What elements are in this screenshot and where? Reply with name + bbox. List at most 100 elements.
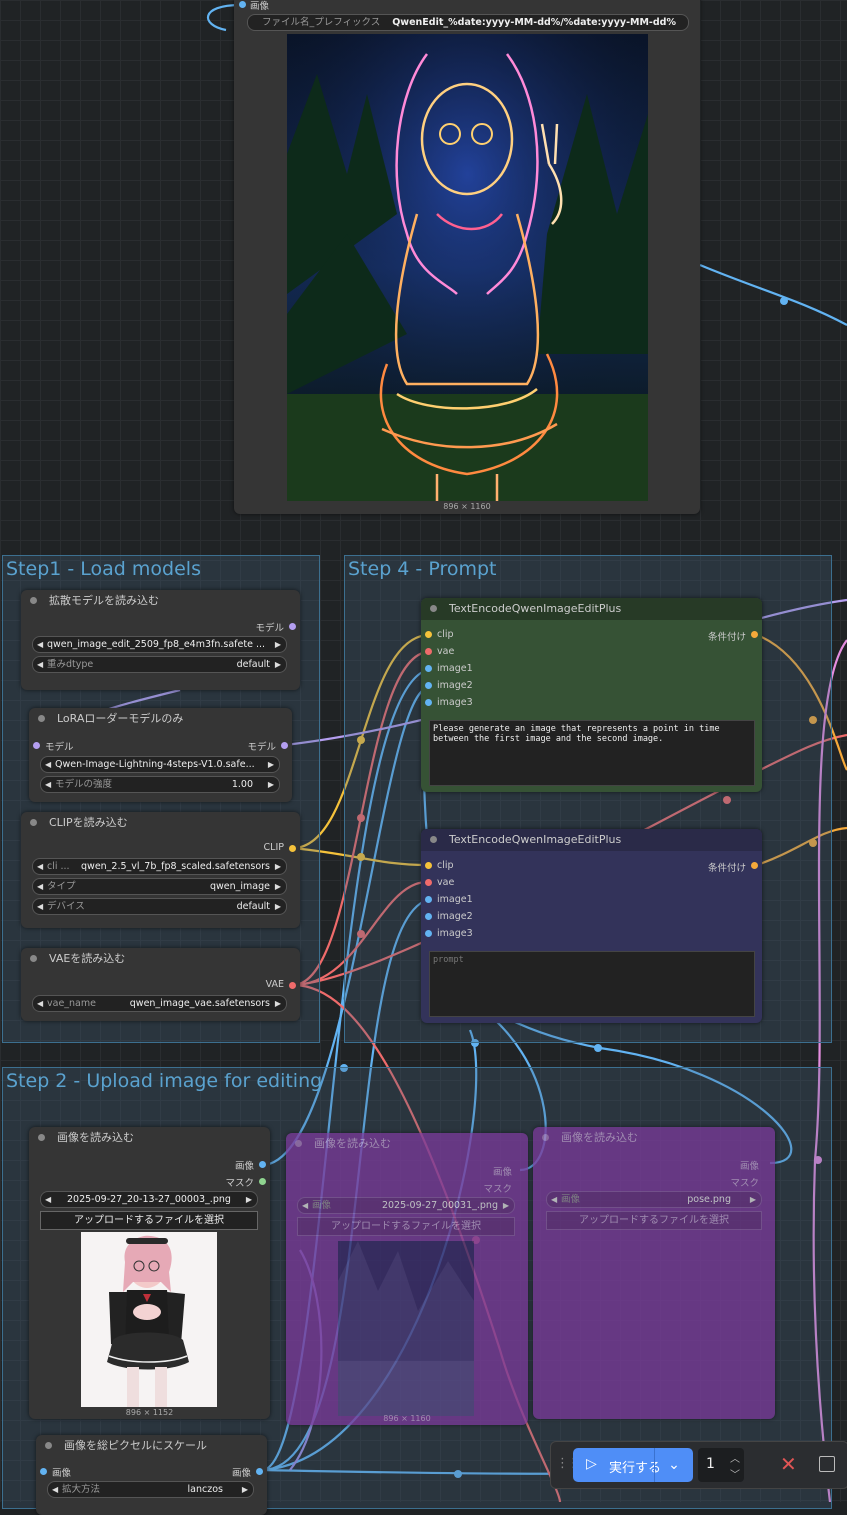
lora-name-combo[interactable]: ◀ Qwen-Image-Lightning-4steps-V1.0.safe.… (40, 756, 280, 773)
arrow-left-icon[interactable]: ◀ (37, 640, 44, 649)
arrow-right-icon[interactable]: ▶ (241, 1485, 248, 1494)
clip-loader-node[interactable]: CLIPを読み込む CLIP ◀ cli ... qwen_2.5_vl_7b_… (21, 812, 300, 928)
arrow-left-icon[interactable]: ◀ (551, 1195, 558, 1204)
arrow-left-icon[interactable]: ◀ (45, 760, 52, 769)
stop-icon[interactable] (819, 1456, 835, 1472)
weight-dtype-combo[interactable]: ◀ 重みdtype default ▶ (32, 656, 287, 673)
arrow-right-icon[interactable]: ▶ (274, 882, 281, 891)
collapse-dot[interactable] (542, 1134, 549, 1141)
collapse-dot[interactable] (30, 955, 37, 962)
arrow-right-icon[interactable]: ▶ (267, 760, 274, 769)
arrow-left-icon[interactable]: ◀ (37, 999, 44, 1008)
batch-count-input[interactable]: 1 ︿ ﹀ (698, 1448, 744, 1482)
decrement-icon[interactable]: ﹀ (730, 1470, 740, 1481)
save-image-node[interactable]: 画像 ファイル名_プレフィックス QwenEdit_%date:yyyy-MM-… (234, 0, 700, 514)
collapse-dot[interactable] (30, 597, 37, 604)
arrow-right-icon[interactable]: ▶ (274, 999, 281, 1008)
diffusion-model-loader-node[interactable]: 拡散モデルを読み込む モデル ◀ qwen_image_edit_2509_fp… (21, 590, 300, 690)
negative-prompt-textarea[interactable]: prompt (429, 951, 755, 1017)
mask-output-dot[interactable] (259, 1178, 266, 1185)
upscale-method-combo[interactable]: ◀ 拡大方法 lanczos ▶ (47, 1481, 254, 1498)
arrow-right-icon[interactable]: ▶ (502, 1201, 509, 1210)
collapse-dot[interactable] (45, 1442, 52, 1449)
clip-device-combo[interactable]: ◀ デバイス default ▶ (32, 898, 287, 915)
clip-input-dot[interactable] (425, 631, 432, 638)
load-image-node-2[interactable]: 画像を読み込む 画像 マスク ◀ 画像 2025-09-27_00031_.pn… (286, 1133, 528, 1425)
text-encode-negative-header[interactable]: TextEncodeQwenImageEditPlus (421, 829, 762, 851)
chevron-down-icon[interactable]: ⌄ (654, 1448, 693, 1482)
collapse-dot[interactable] (430, 836, 437, 843)
vae-output-dot[interactable] (289, 982, 296, 989)
image3-input-dot[interactable] (425, 699, 432, 706)
filename-prefix-widget[interactable]: ファイル名_プレフィックス QwenEdit_%date:yyyy-MM-dd%… (247, 14, 689, 31)
arrow-right-icon[interactable]: ▶ (267, 780, 274, 789)
arrow-left-icon[interactable]: ◀ (302, 1201, 309, 1210)
image-input-dot[interactable] (239, 1, 246, 8)
text-encode-negative-node[interactable]: TextEncodeQwenImageEditPlus clip vae ima… (421, 829, 762, 1023)
lora-loader-header[interactable]: LoRAローダーモデルのみ (29, 708, 292, 730)
arrow-left-icon[interactable]: ◀ (52, 1485, 59, 1494)
model-output-dot[interactable] (281, 742, 288, 749)
text-encode-positive-node[interactable]: TextEncodeQwenImageEditPlus clip vae ima… (421, 598, 762, 792)
vae-name-combo[interactable]: ◀ vae_name qwen_image_vae.safetensors ▶ (32, 995, 287, 1012)
load-image-node-1[interactable]: 画像を読み込む 画像 マスク ◀ 2025-09-27_20-13-27_000… (29, 1127, 270, 1419)
positive-prompt-textarea[interactable]: Please generate an image that represents… (429, 720, 755, 786)
load-image-1-header[interactable]: 画像を読み込む (29, 1127, 270, 1149)
model-input-dot[interactable] (33, 742, 40, 749)
collapse-dot[interactable] (38, 715, 45, 722)
clip-name-combo[interactable]: ◀ cli ... qwen_2.5_vl_7b_fp8_scaled.safe… (32, 858, 287, 875)
image-input-dot[interactable] (40, 1468, 47, 1475)
conditioning-output-dot[interactable] (751, 631, 758, 638)
arrow-right-icon[interactable]: ▶ (749, 1195, 756, 1204)
arrow-left-icon[interactable]: ◀ (37, 660, 44, 669)
vae-loader-node[interactable]: VAEを読み込む VAE ◀ vae_name qwen_image_vae.s… (21, 948, 300, 1021)
arrow-left-icon[interactable]: ◀ (45, 1195, 52, 1204)
collapse-dot[interactable] (38, 1134, 45, 1141)
arrow-right-icon[interactable]: ▶ (274, 902, 281, 911)
image-file-combo[interactable]: ◀ 画像 pose.png ▶ (546, 1191, 762, 1208)
lora-loader-node[interactable]: LoRAローダーモデルのみ モデル モデル ◀ Qwen-Image-Light… (29, 708, 292, 802)
model-strength-slider[interactable]: ◀ モデルの強度 1.00 ▶ (40, 776, 280, 793)
clip-output-dot[interactable] (289, 845, 296, 852)
load-image-node-3[interactable]: 画像を読み込む 画像 マスク ◀ 画像 pose.png ▶ アップロードするフ… (533, 1127, 775, 1419)
image2-input-dot[interactable] (425, 913, 432, 920)
model-output-dot[interactable] (289, 623, 296, 630)
load-image-3-header[interactable]: 画像を読み込む (533, 1127, 775, 1149)
scale-image-node[interactable]: 画像を総ピクセルにスケール 画像 画像 ◀ 拡大方法 lanczos ▶ (36, 1435, 267, 1515)
arrow-left-icon[interactable]: ◀ (37, 902, 44, 911)
vae-input-dot[interactable] (425, 879, 432, 886)
upload-button[interactable]: アップロードするファイルを選択 (546, 1211, 762, 1230)
collapse-dot[interactable] (30, 819, 37, 826)
vae-loader-header[interactable]: VAEを読み込む (21, 948, 300, 970)
clip-loader-header[interactable]: CLIPを読み込む (21, 812, 300, 834)
arrow-right-icon[interactable]: ▶ (274, 640, 281, 649)
image-output-dot[interactable] (256, 1468, 263, 1475)
image2-input-dot[interactable] (425, 682, 432, 689)
diffusion-model-loader-header[interactable]: 拡散モデルを読み込む (21, 590, 300, 612)
arrow-left-icon[interactable]: ◀ (45, 780, 52, 789)
arrow-left-icon[interactable]: ◀ (37, 862, 44, 871)
scale-image-header[interactable]: 画像を総ピクセルにスケール (36, 1435, 267, 1457)
image-file-combo[interactable]: ◀ 2025-09-27_20-13-27_00003_.png ▶ (40, 1191, 258, 1208)
clip-type-combo[interactable]: ◀ タイプ qwen_image ▶ (32, 878, 287, 895)
upload-button[interactable]: アップロードするファイルを選択 (40, 1211, 258, 1230)
run-button[interactable]: ▷ 実行する ⌄ (573, 1448, 693, 1482)
collapse-dot[interactable] (295, 1140, 302, 1147)
text-encode-positive-header[interactable]: TextEncodeQwenImageEditPlus (421, 598, 762, 620)
increment-icon[interactable]: ︿ (730, 1454, 740, 1465)
arrow-right-icon[interactable]: ▶ (274, 862, 281, 871)
load-image-2-header[interactable]: 画像を読み込む (286, 1133, 528, 1155)
image-file-combo[interactable]: ◀ 画像 2025-09-27_00031_.png ▶ (297, 1197, 515, 1214)
unet-name-combo[interactable]: ◀ qwen_image_edit_2509_fp8_e4m3fn.safete… (32, 636, 287, 653)
image1-input-dot[interactable] (425, 665, 432, 672)
upload-button[interactable]: アップロードするファイルを選択 (297, 1217, 515, 1236)
conditioning-output-dot[interactable] (751, 862, 758, 869)
image1-input-dot[interactable] (425, 896, 432, 903)
arrow-left-icon[interactable]: ◀ (37, 882, 44, 891)
vae-input-dot[interactable] (425, 648, 432, 655)
image-output-dot[interactable] (259, 1161, 266, 1168)
arrow-right-icon[interactable]: ▶ (245, 1195, 252, 1204)
image3-input-dot[interactable] (425, 930, 432, 937)
clip-input-dot[interactable] (425, 862, 432, 869)
arrow-right-icon[interactable]: ▶ (274, 660, 281, 669)
